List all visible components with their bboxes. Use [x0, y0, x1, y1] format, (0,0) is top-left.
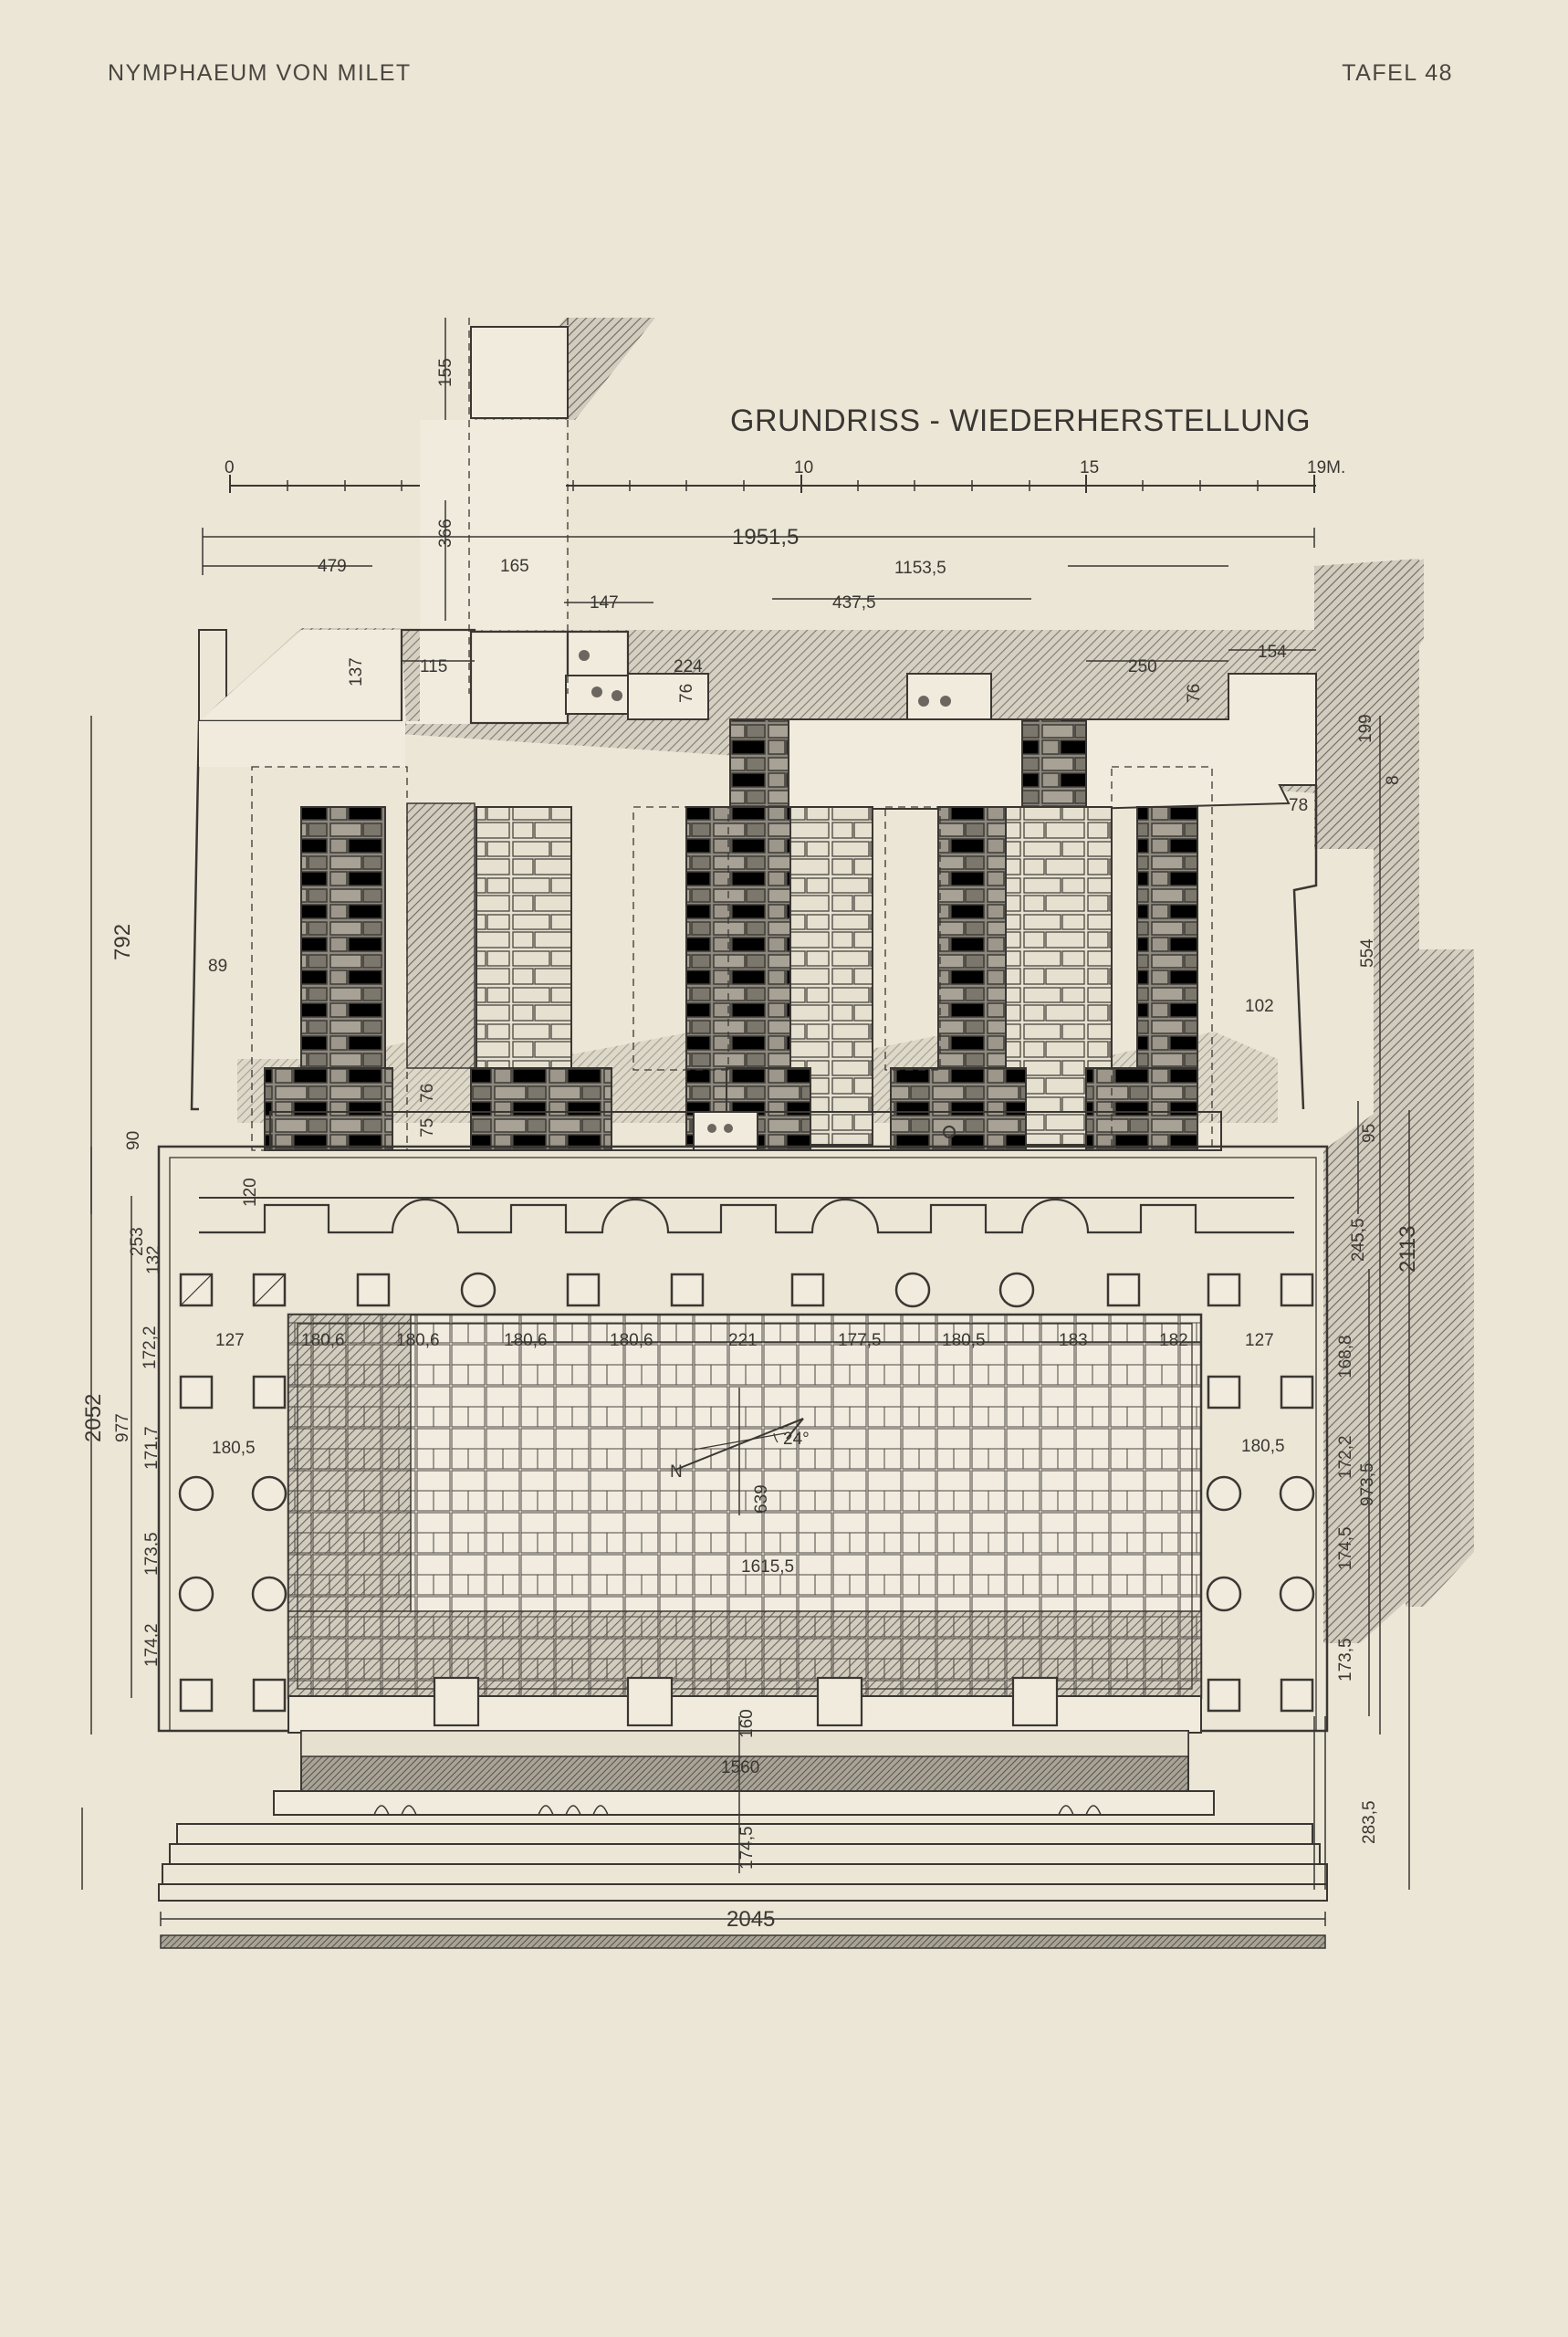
- scale-label: 0: [225, 458, 235, 477]
- dim-label: 180,6: [610, 1331, 653, 1350]
- dim-label: 973,5: [1358, 1462, 1377, 1506]
- dim-label: 127: [1245, 1331, 1274, 1350]
- dim-label: 147: [590, 593, 619, 613]
- dim-label: 1951,5: [732, 525, 799, 550]
- dim-label: 76: [1185, 684, 1204, 703]
- dim-label: 90: [124, 1131, 143, 1150]
- dim-label: 76: [677, 684, 696, 703]
- dim-label: 76: [418, 1084, 437, 1103]
- dim-label: 221: [728, 1331, 758, 1350]
- dim-label: 1560: [721, 1758, 759, 1777]
- dim-label: 24°: [783, 1430, 810, 1449]
- dimension-labels-basin: 127 180,6 180,6 180,6 180,6 221 177,5 18…: [81, 1326, 1377, 1682]
- dim-label: 8: [1384, 775, 1403, 785]
- scale-label: 15: [1080, 458, 1099, 477]
- dim-label: 479: [318, 557, 347, 576]
- dim-label: 171,7: [142, 1426, 162, 1470]
- dim-label: 89: [208, 957, 227, 976]
- dim-label: 1615,5: [741, 1557, 794, 1577]
- dim-label: 172,2: [141, 1326, 160, 1369]
- dim-label: 132: [144, 1245, 163, 1274]
- dim-label: 180,6: [504, 1331, 548, 1350]
- dimension-lines: [81, 318, 1410, 1926]
- scale-label: 10: [794, 458, 813, 477]
- dim-label: 174,5: [737, 1826, 757, 1870]
- dim-label: 224: [674, 657, 703, 676]
- dim-label: 283,5: [1360, 1800, 1379, 1844]
- dim-label: 199: [1356, 714, 1375, 743]
- dim-label: 115: [420, 657, 447, 676]
- dim-label: 95: [1360, 1124, 1379, 1143]
- dimension-labels-top: 155 366 1951,5 479 165 1153,5 147 437,5 …: [318, 358, 1403, 815]
- dim-label: 2045: [727, 1907, 775, 1932]
- dimension-labels-bottom: 160 1560 174,5 283,5 2045: [721, 1709, 1379, 1932]
- dim-label: 792: [110, 924, 135, 960]
- dim-label: 180,6: [301, 1331, 345, 1350]
- dim-label: 182: [1159, 1331, 1188, 1350]
- scale-label: 19M.: [1307, 458, 1345, 477]
- basin-pavement: [287, 1313, 1203, 1700]
- dim-label: 253: [128, 1227, 147, 1256]
- dim-label: 120: [241, 1178, 260, 1207]
- dim-label: 2113: [1396, 1225, 1420, 1273]
- dim-label: 154: [1258, 643, 1287, 662]
- dim-label: 173,5: [142, 1532, 162, 1576]
- dim-label: 137: [347, 657, 366, 686]
- drawing-title: GRUNDRISS - WIEDERHERSTELLUNG: [730, 403, 1311, 438]
- dim-label: 160: [737, 1709, 757, 1738]
- dim-label: 127: [215, 1331, 245, 1350]
- dim-label: 172,2: [1336, 1435, 1355, 1479]
- dim-label: 168,8: [1336, 1335, 1355, 1378]
- dim-label: 165: [500, 557, 529, 576]
- dim-label: 1153,5: [894, 559, 946, 578]
- dim-label: 977: [113, 1413, 132, 1442]
- dim-label: 78: [1289, 796, 1308, 815]
- dim-label: 183: [1059, 1331, 1088, 1350]
- dim-label: 180,5: [212, 1439, 256, 1458]
- dim-label: 245,5: [1349, 1218, 1368, 1262]
- dim-label: 180,5: [1241, 1437, 1285, 1456]
- dim-label: 174,5: [1336, 1526, 1355, 1570]
- scale-bar: 0 5 10 15 19M.: [225, 458, 1345, 493]
- plate-series-title: NYMPHAEUM VON MILET: [108, 60, 412, 86]
- dim-label: 180,6: [396, 1331, 440, 1350]
- plate-number: TAFEL 48: [1342, 60, 1453, 86]
- dim-label: 437,5: [832, 593, 876, 613]
- dim-label: 2052: [81, 1394, 106, 1442]
- dim-label: 102: [1245, 997, 1274, 1016]
- front-platform: [158, 1676, 1328, 1949]
- dim-label: 554: [1358, 938, 1377, 968]
- dim-label: 639: [752, 1484, 771, 1514]
- dim-label: 174,2: [142, 1623, 162, 1667]
- north-label: N: [670, 1462, 683, 1482]
- dim-label: 173,5: [1336, 1638, 1355, 1682]
- dim-label: 177,5: [838, 1331, 882, 1350]
- niche-walls: [199, 318, 1222, 1151]
- dim-label: 75: [418, 1118, 437, 1137]
- dim-label: 155: [436, 358, 455, 387]
- columns: [178, 1272, 1315, 1713]
- dim-label: 250: [1128, 657, 1157, 676]
- dimension-labels-middle: 89 102 554 792 75 76 90 95 120 253 132 2…: [110, 924, 1420, 1274]
- dim-label: 366: [436, 519, 455, 548]
- dim-label: 180,5: [942, 1331, 986, 1350]
